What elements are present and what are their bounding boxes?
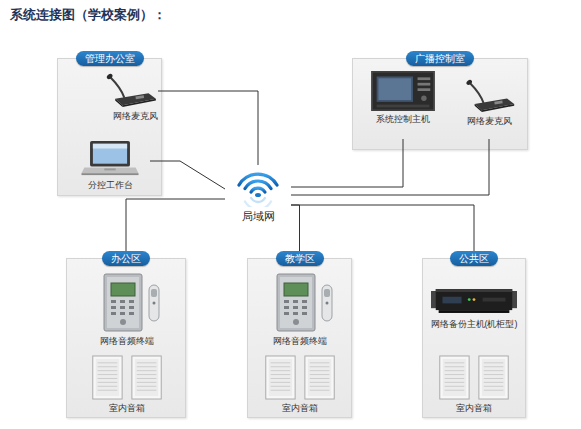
audio-terminal-image — [277, 274, 332, 331]
device-label: 分控工作台 — [88, 179, 133, 191]
device-label: 网络麦克风 — [467, 115, 512, 127]
indoor-speaker: 室内音箱 — [75, 355, 179, 415]
zone-box: 公共区网络备份主机(机柜型)室内音箱 — [422, 258, 526, 418]
indoor-speaker-image — [93, 356, 161, 399]
room-box: 管理办公室网络麦克风分控工作台 — [57, 58, 162, 196]
indoor-speaker-illustration — [83, 355, 171, 400]
audio-terminal-illustration — [255, 273, 345, 333]
indoor-speaker-image — [440, 356, 508, 399]
indoor-speaker-illustration — [430, 355, 518, 400]
backup-host-image — [431, 289, 517, 313]
backup-host: 网络备份主机(机柜型) — [424, 287, 524, 343]
diagram-title: 系统连接图（学校案例）： — [10, 7, 166, 24]
control-host-illustration — [371, 71, 435, 111]
indoor-speaker: 室内音箱 — [249, 355, 350, 415]
workstation-laptop: 分控工作台 — [70, 139, 150, 191]
zone-box: 办公区网络音频终端室内音箱 — [66, 258, 186, 418]
indoor-speaker-image — [265, 356, 333, 399]
workstation-laptop-illustration — [81, 139, 139, 177]
device-label: 室内音箱 — [282, 402, 318, 414]
indoor-speaker-illustration — [256, 355, 344, 400]
device-label: 室内音箱 — [456, 402, 492, 414]
control-host-image — [371, 71, 435, 111]
area-tab: 公共区 — [450, 251, 498, 266]
control-host: 系统控制主机 — [361, 71, 445, 139]
audio-terminal-illustration — [82, 273, 172, 333]
device-label: 网络音频终端 — [273, 335, 327, 347]
lan-hub-illustration — [225, 165, 291, 207]
network-microphone-image — [106, 73, 156, 107]
lan-hub: 局域网 — [225, 165, 291, 223]
lan-hub-image — [239, 174, 277, 207]
area-tab: 教学区 — [276, 251, 324, 266]
network-microphone-image — [465, 79, 514, 112]
backup-host-illustration — [431, 287, 517, 316]
device-label: 局域网 — [242, 209, 275, 223]
network-cable — [291, 205, 474, 258]
device-label: 室内音箱 — [109, 402, 145, 414]
area-tab: 管理办公室 — [76, 51, 144, 66]
indoor-speaker: 室内音箱 — [424, 355, 524, 415]
device-label: 系统控制主机 — [376, 113, 430, 125]
device-label: 网络麦克风 — [113, 110, 158, 122]
area-tab: 办公区 — [102, 251, 150, 266]
network-microphone-illustration — [462, 77, 516, 113]
network-cable — [158, 91, 258, 165]
audio-terminal: 网络音频终端 — [249, 273, 350, 351]
device-label: 网络音频终端 — [100, 335, 154, 347]
audio-terminal: 网络音频终端 — [75, 273, 179, 351]
workstation-laptop-image — [82, 141, 139, 175]
network-cable — [126, 199, 225, 258]
network-microphone-illustration — [102, 71, 158, 108]
audio-terminal-image — [104, 274, 159, 331]
room-box: 广播控制室系统控制主机网络麦克风 — [352, 58, 528, 150]
network-microphone: 网络麦克风 — [66, 71, 158, 127]
device-label: 网络备份主机(机柜型) — [431, 318, 518, 330]
area-tab: 广播控制室 — [406, 51, 474, 66]
network-microphone: 网络麦克风 — [455, 77, 523, 139]
zone-box: 教学区网络音频终端室内音箱 — [247, 258, 352, 418]
